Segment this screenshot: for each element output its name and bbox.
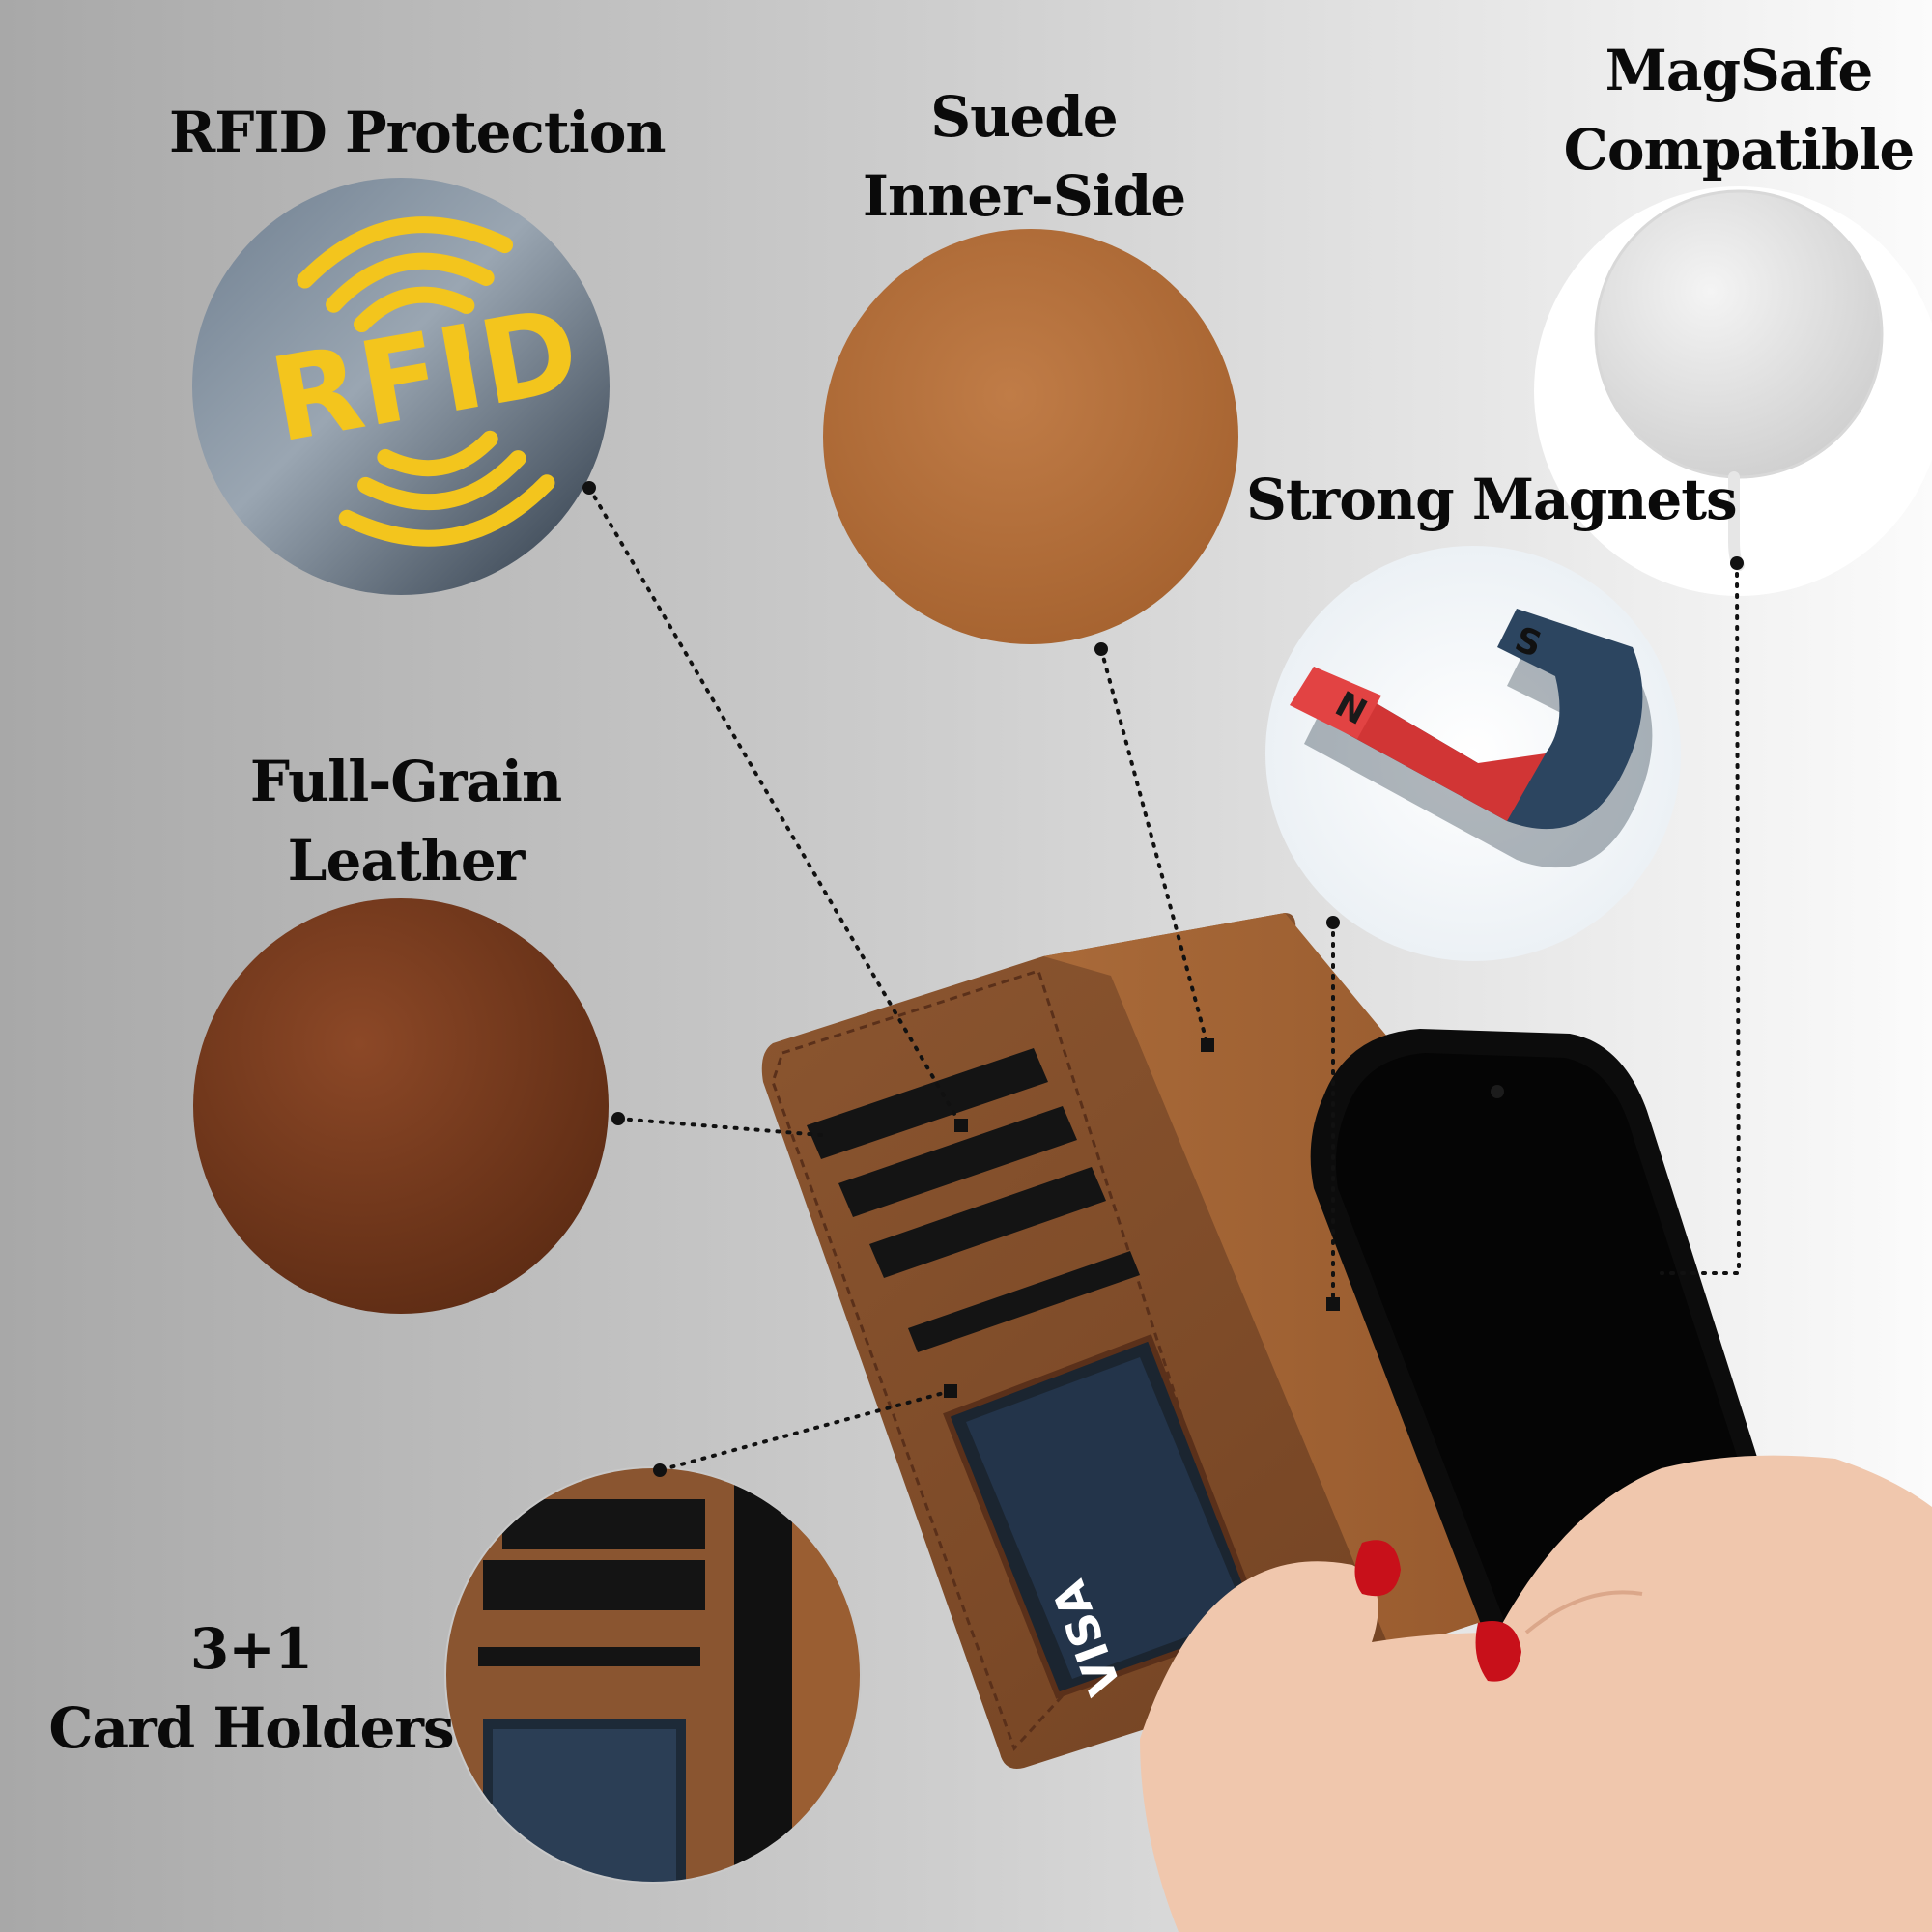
label-magsafe-compatible: MagSafe Compatible <box>1546 31 1932 189</box>
connector-lines <box>587 486 1742 1472</box>
connector-dots <box>582 481 1744 1477</box>
label-rfid-protection: RFID Protection <box>169 93 667 172</box>
label-cards-line-2: Card Holders <box>48 1695 454 1761</box>
magsafe-charger-icon <box>1534 186 1932 596</box>
label-leather-line-1: Full-Grain <box>249 749 562 814</box>
label-magnets-line-1: Strong Magnets <box>1246 467 1738 532</box>
label-strong-magnets: Strong Magnets <box>1246 460 1738 539</box>
label-rfid-line-1: RFID Protection <box>169 99 667 165</box>
label-suede-line-1: Suede <box>930 84 1118 150</box>
label-cards-line-1: 3+1 <box>189 1616 313 1682</box>
card-holder-zoom <box>444 1466 862 1884</box>
label-suede-line-2: Inner-Side <box>862 163 1186 229</box>
label-full-grain-leather: Full-Grain Leather <box>203 742 609 900</box>
leather-swatch <box>193 898 609 1314</box>
hand <box>1140 1455 1932 1932</box>
label-card-holders: 3+1 Card Holders <box>39 1609 464 1768</box>
label-magsafe-line-1: MagSafe <box>1605 38 1874 103</box>
label-magsafe-line-2: Compatible <box>1563 117 1916 183</box>
label-leather-line-2: Leather <box>287 828 526 894</box>
magnet-icon <box>1265 546 1681 961</box>
suede-swatch <box>823 229 1238 644</box>
label-suede-inner-side: Suede Inner-Side <box>831 77 1217 236</box>
rfid-badge-icon <box>192 178 610 595</box>
